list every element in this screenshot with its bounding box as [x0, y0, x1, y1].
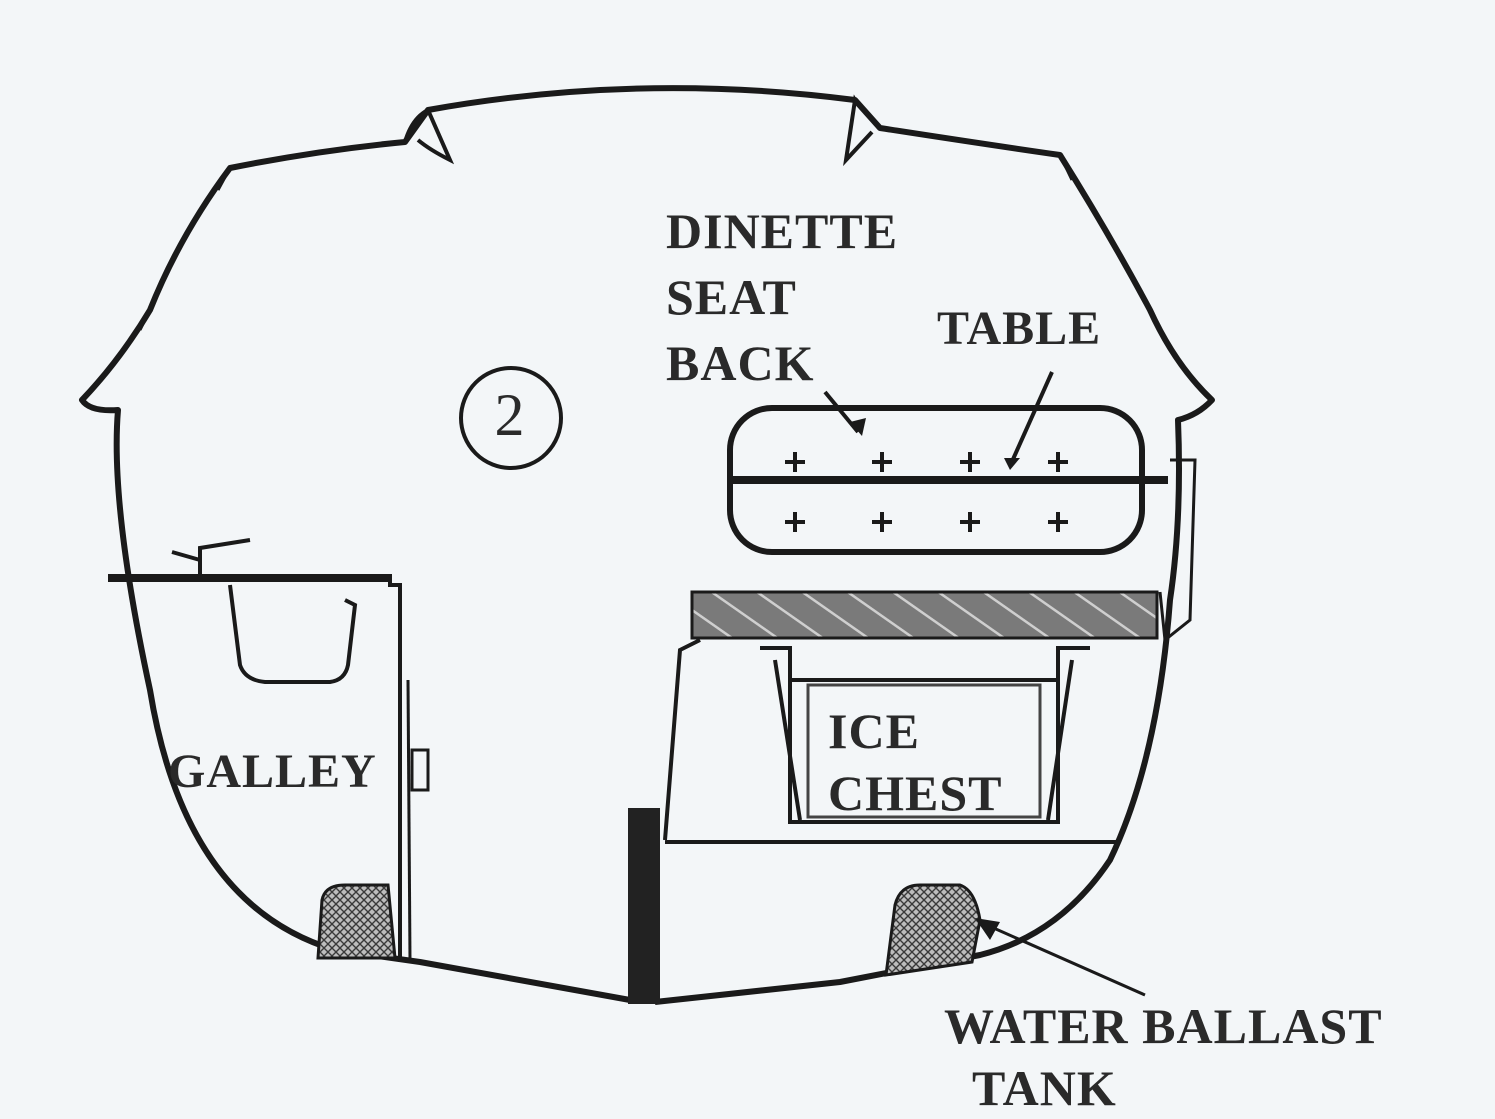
seat-back-leader	[823, 390, 860, 434]
table-label: TABLE	[937, 302, 1102, 355]
keel	[628, 808, 660, 1004]
dinette-seat-back-label: DINETTE SEAT BACK	[666, 198, 898, 396]
ice-chest-label: ICE CHEST	[828, 700, 1003, 824]
dinette-label-line: DINETTE	[666, 203, 899, 259]
galley-door-edge	[406, 679, 412, 961]
water-ballast-tank-label: WATER BALLAST TANK	[944, 995, 1383, 1119]
dinette-cabinet-outline	[663, 638, 1118, 844]
ballast-pointer-line	[979, 920, 1146, 997]
cabin-bracket-left	[403, 107, 455, 165]
ballast-tank-right	[884, 883, 982, 977]
seat-back-leader-arrowhead	[850, 418, 866, 436]
deck-edge-right	[1058, 154, 1162, 331]
ice-chest-label-line: ICE	[828, 703, 920, 759]
cushion-buttons	[785, 452, 1068, 532]
deck-edge-left	[138, 167, 232, 331]
dinette-label-line: SEAT	[666, 269, 797, 325]
dinette-seat-support	[1158, 458, 1197, 643]
hull-cross-section-diagram	[79, 85, 1215, 1005]
dinette-seat	[690, 590, 1159, 640]
ballast-label-line: TANK	[972, 1060, 1117, 1116]
ice-chest-label-line: CHEST	[828, 765, 1003, 821]
dinette-label-line: BACK	[666, 335, 815, 391]
section-number-circle	[459, 366, 563, 470]
ice-chest-inner	[806, 683, 1042, 819]
galley-latch	[410, 748, 430, 792]
hull-outline-left	[79, 85, 1215, 1005]
table-leader-arrowhead	[1004, 458, 1020, 470]
ice-chest	[760, 646, 1090, 824]
ballast-label-line: WATER BALLAST	[944, 998, 1383, 1054]
table-leader	[1008, 371, 1054, 467]
galley-faucet	[171, 538, 251, 575]
section-number: 2	[494, 382, 526, 448]
cabin-bracket-right	[843, 94, 882, 167]
ballast-pointer-arrowhead	[975, 918, 1000, 940]
galley-label: GALLEY	[168, 745, 377, 798]
galley-sink	[228, 584, 358, 684]
ballast-tank-left	[316, 883, 397, 960]
